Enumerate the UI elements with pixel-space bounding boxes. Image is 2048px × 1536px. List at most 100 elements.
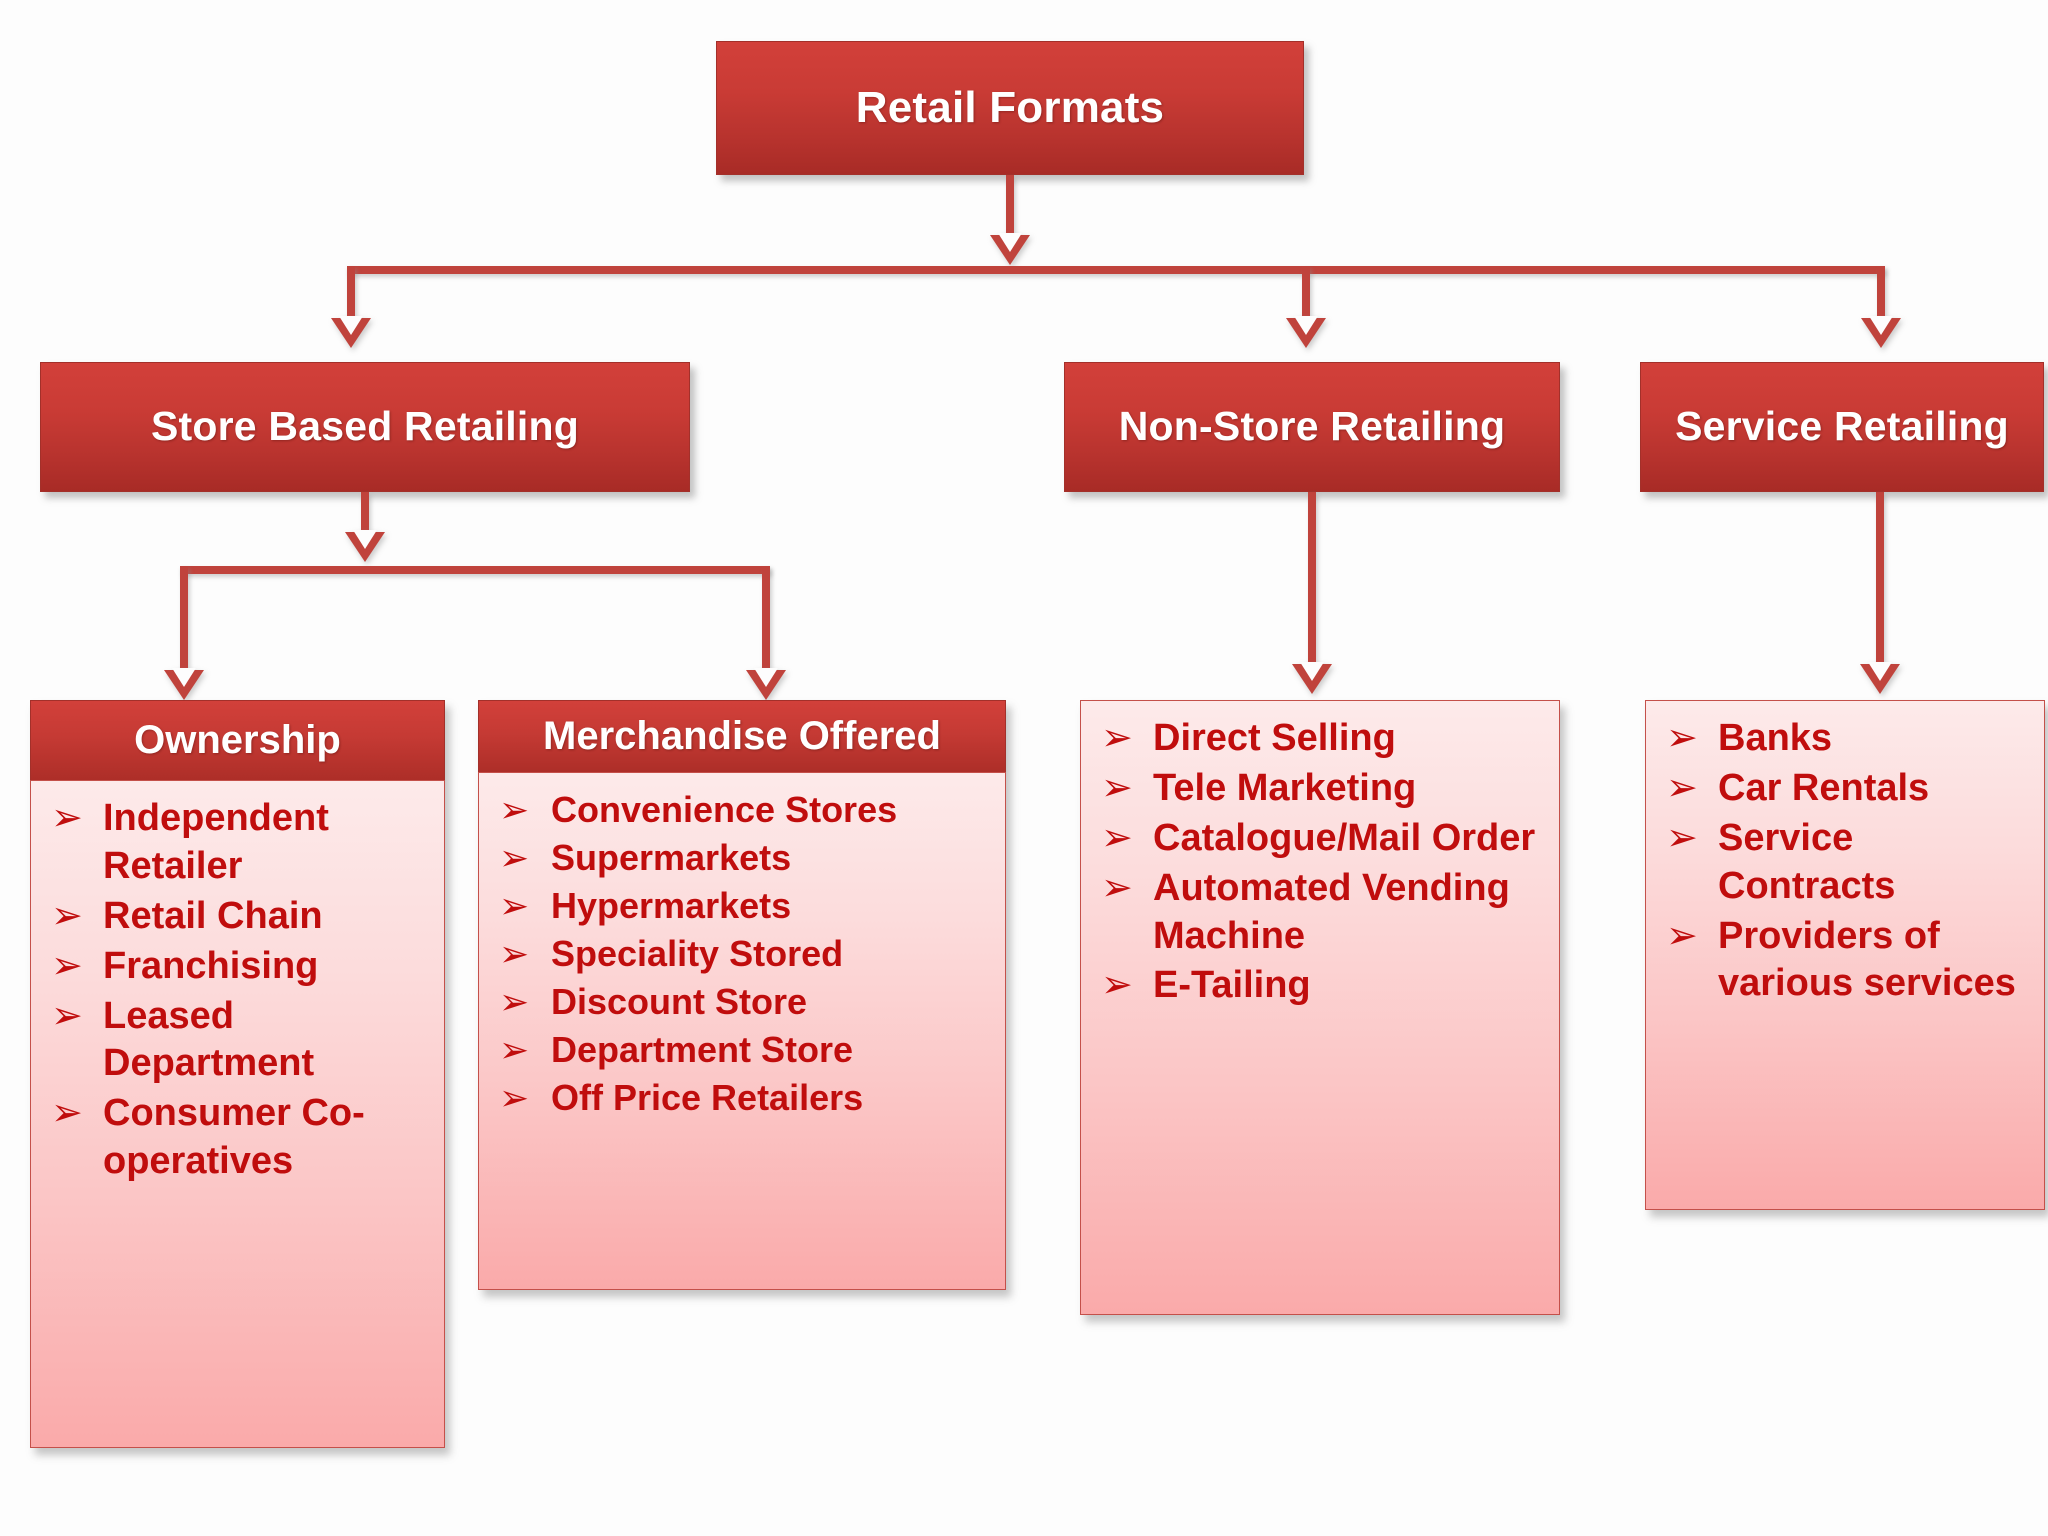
list-item[interactable]: ➢ Tele Marketing: [1087, 765, 1549, 813]
arrow-bullet-icon: ➢: [1666, 914, 1698, 957]
list-item[interactable]: ➢ Catalogue/Mail Order: [1087, 815, 1549, 863]
list-item-label: Discount Store: [551, 981, 808, 1023]
list-item[interactable]: ➢ Service Contracts: [1652, 815, 2034, 911]
list-item-label: Franchising: [103, 944, 319, 987]
list-item-label: Car Rentals: [1718, 766, 1930, 809]
node-retail-formats-label: Retail Formats: [855, 82, 1165, 132]
arrow-bullet-icon: ➢: [1666, 766, 1698, 809]
card-ownership-title: Ownership: [134, 718, 341, 762]
list-item-label: Department Store: [551, 1029, 854, 1071]
node-store-based-retailing-label: Store Based Retailing: [151, 403, 579, 450]
arrow-bullet-icon: ➢: [51, 894, 83, 937]
node-store-based-retailing[interactable]: Store Based Retailing: [40, 362, 690, 492]
list-item-label: Service Contracts: [1718, 816, 1896, 907]
connector-drop-merchandise: [762, 566, 770, 676]
list-item-label: Independent Retailer: [103, 797, 329, 887]
card-merchandise-title-bar: Merchandise Offered: [478, 700, 1006, 772]
ownership-list: ➢ Independent Retailer ➢ Retail Chain ➢ …: [37, 795, 434, 1186]
node-service-retailing[interactable]: Service Retailing: [1640, 362, 2044, 492]
connector-drop-non-store: [1302, 266, 1310, 324]
arrow-bullet-icon: ➢: [1666, 816, 1698, 859]
node-non-store-retailing[interactable]: Non-Store Retailing: [1064, 362, 1560, 492]
arrowhead-merchandise: [746, 668, 786, 700]
arrow-bullet-icon: ➢: [499, 1029, 530, 1071]
card-non-store-body: ➢ Direct Selling ➢ Tele Marketing ➢ Cata…: [1080, 700, 1560, 1315]
list-item[interactable]: ➢ Direct Selling: [1087, 715, 1549, 763]
connector-service-stem: [1876, 492, 1884, 672]
list-item-label: Hypermarkets: [551, 885, 792, 927]
list-item[interactable]: ➢ Speciality Stored: [485, 931, 995, 977]
card-merchandise-offered[interactable]: Merchandise Offered ➢ Convenience Stores…: [478, 700, 1006, 1290]
list-item[interactable]: ➢ Supermarkets: [485, 835, 995, 881]
list-item[interactable]: ➢ Consumer Co-operatives: [37, 1090, 434, 1186]
connector-non-store-stem: [1308, 492, 1316, 672]
list-item[interactable]: ➢ Franchising: [37, 943, 434, 991]
list-item[interactable]: ➢ E-Tailing: [1087, 962, 1549, 1010]
node-non-store-retailing-label: Non-Store Retailing: [1118, 403, 1506, 450]
list-item-label: Automated Vending Machine: [1153, 866, 1510, 957]
list-item[interactable]: ➢ Discount Store: [485, 979, 995, 1025]
card-merchandise-title: Merchandise Offered: [543, 714, 941, 758]
card-ownership[interactable]: Ownership ➢ Independent Retailer ➢ Retai…: [30, 700, 445, 1448]
list-item[interactable]: ➢ Hypermarkets: [485, 883, 995, 929]
card-merchandise-body: ➢ Convenience Stores ➢ Supermarkets ➢ Hy…: [478, 772, 1006, 1290]
card-non-store-list[interactable]: ➢ Direct Selling ➢ Tele Marketing ➢ Cata…: [1080, 700, 1560, 1315]
list-item[interactable]: ➢ Banks: [1652, 715, 2034, 763]
service-list: ➢ Banks ➢ Car Rentals ➢ Service Contract…: [1652, 715, 2034, 1008]
arrowhead-store-based-to-subbus: [345, 530, 385, 562]
non-store-list: ➢ Direct Selling ➢ Tele Marketing ➢ Cata…: [1087, 715, 1549, 1010]
arrow-bullet-icon: ➢: [1101, 816, 1133, 859]
connector-sub-bus: [180, 566, 770, 574]
card-service-body: ➢ Banks ➢ Car Rentals ➢ Service Contract…: [1645, 700, 2045, 1210]
arrow-bullet-icon: ➢: [51, 797, 83, 839]
list-item-label: Off Price Retailers: [551, 1077, 864, 1119]
list-item-label: Consumer Co-operatives: [103, 1092, 365, 1183]
list-item[interactable]: ➢ Leased Department: [37, 993, 434, 1089]
arrowhead-root-to-bus: [990, 233, 1030, 265]
list-item-label: Banks: [1718, 717, 1833, 759]
list-item[interactable]: ➢ Automated Vending Machine: [1087, 865, 1549, 961]
arrow-bullet-icon: ➢: [51, 994, 83, 1037]
connector-store-based-stem: [361, 492, 369, 540]
connector-drop-service: [1877, 266, 1885, 324]
card-service-list[interactable]: ➢ Banks ➢ Car Rentals ➢ Service Contract…: [1645, 700, 2045, 1210]
arrowhead-non-store: [1286, 316, 1326, 348]
list-item[interactable]: ➢ Off Price Retailers: [485, 1075, 995, 1121]
list-item-label: Providers of various services: [1718, 914, 2016, 1005]
arrow-bullet-icon: ➢: [499, 837, 530, 879]
node-retail-formats[interactable]: Retail Formats: [716, 41, 1304, 175]
list-item-label: Speciality Stored: [551, 933, 844, 975]
list-item-label: Convenience Stores: [551, 789, 898, 830]
connector-root-stem: [1006, 175, 1014, 245]
arrowhead-service: [1861, 316, 1901, 348]
connector-drop-ownership: [180, 566, 188, 676]
arrow-bullet-icon: ➢: [499, 933, 530, 975]
list-item-label: Retail Chain: [103, 894, 323, 937]
connector-drop-store-based: [347, 266, 355, 324]
list-item[interactable]: ➢ Independent Retailer: [37, 795, 434, 891]
connector-level2-bus: [347, 266, 1885, 274]
arrowhead-ownership: [164, 668, 204, 700]
list-item-label: E-Tailing: [1153, 964, 1311, 1007]
list-item-label: Supermarkets: [551, 837, 792, 879]
node-service-retailing-label: Service Retailing: [1675, 403, 2009, 450]
card-ownership-title-bar: Ownership: [30, 700, 445, 780]
arrow-bullet-icon: ➢: [1101, 964, 1133, 1007]
arrow-bullet-icon: ➢: [1666, 717, 1698, 759]
list-item[interactable]: ➢ Providers of various services: [1652, 913, 2034, 1009]
list-item[interactable]: ➢ Retail Chain: [37, 893, 434, 941]
arrowhead-service-list: [1860, 662, 1900, 694]
card-ownership-body: ➢ Independent Retailer ➢ Retail Chain ➢ …: [30, 780, 445, 1448]
list-item-label: Leased Department: [103, 994, 315, 1085]
list-item[interactable]: ➢ Car Rentals: [1652, 765, 2034, 813]
list-item[interactable]: ➢ Convenience Stores: [485, 787, 995, 833]
arrow-bullet-icon: ➢: [499, 1077, 530, 1119]
arrow-bullet-icon: ➢: [499, 885, 530, 927]
arrow-bullet-icon: ➢: [1101, 866, 1133, 909]
arrow-bullet-icon: ➢: [499, 789, 530, 830]
list-item[interactable]: ➢ Department Store: [485, 1027, 995, 1073]
list-item-label: Direct Selling: [1153, 717, 1396, 759]
merchandise-list: ➢ Convenience Stores ➢ Supermarkets ➢ Hy…: [485, 787, 995, 1122]
list-item-label: Catalogue/Mail Order: [1153, 816, 1536, 859]
